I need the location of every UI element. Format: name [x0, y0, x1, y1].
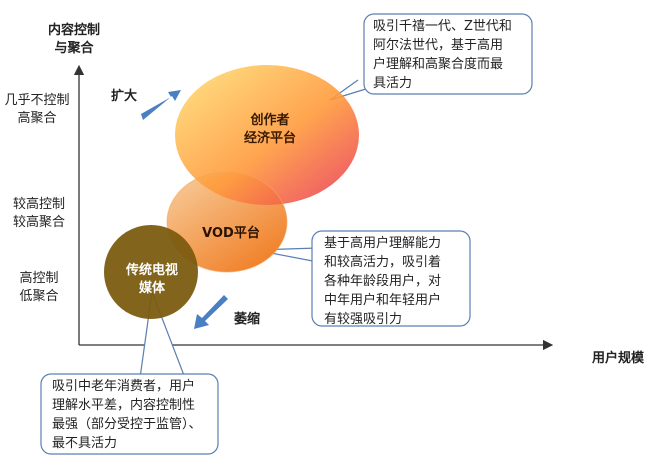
creator-economy-circle — [175, 65, 359, 205]
callout-creator-text: 吸引千禧一代、Z世代和 阿尔法世代，基于高用 户理解和高聚合度而最 具活力 — [373, 19, 512, 91]
creator-economy-label: 创作者 经济平台 — [243, 113, 296, 146]
shrink-label: 萎缩 — [234, 312, 261, 327]
callout-traditional-box — [40, 373, 219, 455]
y-level-high-control: 高控制 低聚合 — [19, 271, 59, 304]
vod-platform-label: VOD平台 — [202, 226, 260, 241]
traditional-tv-label: 传统电视 媒体 — [125, 263, 178, 296]
x-axis-title: 用户规模 — [592, 351, 645, 366]
callout-vod-text: 基于高用户理解能力 和较高活力，吸引着 各种年龄段用户，对 中年用户和年轻用户 … — [324, 236, 442, 327]
traditional-tv-circle — [104, 225, 198, 319]
y-level-mid-control: 较高控制 较高聚合 — [12, 197, 65, 230]
callout-vod-box — [311, 230, 471, 327]
y-axis-title: 内容控制 与聚合 — [48, 23, 101, 56]
shrink-arrow-icon — [194, 295, 228, 329]
vod-overlap-outline — [166, 171, 288, 273]
callout-creator-box — [363, 13, 533, 95]
callout-traditional-text: 吸引中老年消费者，用户 理解水平差，内容控制性 最强（部分受控于监管）、 最不具… — [52, 379, 202, 451]
expand-arrow-icon — [141, 90, 181, 120]
expand-label: 扩大 — [111, 89, 138, 104]
y-level-low-control: 几乎不控制 高聚合 — [4, 93, 70, 126]
